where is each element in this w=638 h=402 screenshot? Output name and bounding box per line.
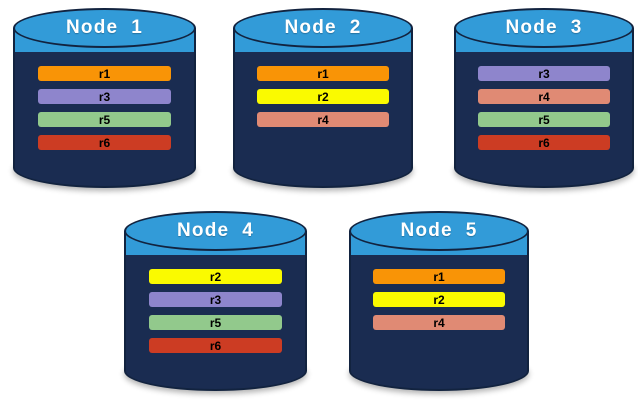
replica-bar[interactable]: r1	[37, 66, 172, 81]
cylinder-top-ellipse	[349, 211, 529, 251]
cylinder-top-ellipse	[454, 8, 634, 48]
replica-bar[interactable]: r5	[37, 112, 172, 127]
replica-list: r2 r3 r5 r6	[124, 269, 307, 353]
replica-bar[interactable]: r1	[373, 269, 505, 284]
replica-bar[interactable]: r2	[148, 269, 283, 284]
node-label: Node 1	[65, 17, 144, 38]
replica-bar[interactable]: r2	[257, 89, 389, 104]
replica-bar[interactable]: r3	[37, 89, 172, 104]
replica-bar[interactable]: r3	[148, 292, 283, 307]
replica-list: r1 r2 r4	[349, 269, 529, 330]
replica-bar[interactable]: r6	[37, 135, 172, 150]
database-node-cylinder[interactable]: Node 3 r3 r4 r5 r6	[454, 8, 634, 188]
replica-bar[interactable]: r5	[478, 112, 610, 127]
replica-bar[interactable]: r4	[478, 89, 610, 104]
replica-list: r1 r2 r4	[233, 66, 413, 127]
database-node-cylinder[interactable]: Node 2 r1 r2 r4	[233, 8, 413, 188]
replica-bar[interactable]: r3	[478, 66, 610, 81]
replica-bar[interactable]: r2	[373, 292, 505, 307]
replica-bar[interactable]: r5	[148, 315, 283, 330]
node-label: Node 4	[176, 220, 255, 241]
cylinder-top-ellipse	[13, 8, 196, 48]
node-label: Node 2	[284, 17, 362, 38]
replica-bar[interactable]: r6	[478, 135, 610, 150]
node-label: Node 5	[400, 220, 478, 241]
replica-bar[interactable]: r4	[257, 112, 389, 127]
database-node-cylinder[interactable]: Node 1 r1 r3 r5 r6	[13, 8, 196, 188]
node-label: Node 3	[505, 17, 583, 38]
replica-list: r1 r3 r5 r6	[13, 66, 196, 150]
database-node-cylinder[interactable]: Node 4 r2 r3 r5 r6	[124, 211, 307, 391]
replica-bar[interactable]: r1	[257, 66, 389, 81]
cylinder-top-ellipse	[233, 8, 413, 48]
replica-bar[interactable]: r4	[373, 315, 505, 330]
replica-bar[interactable]: r6	[148, 338, 283, 353]
cylinder-top-ellipse	[124, 211, 307, 251]
database-node-cylinder[interactable]: Node 5 r1 r2 r4	[349, 211, 529, 391]
replica-list: r3 r4 r5 r6	[454, 66, 634, 150]
